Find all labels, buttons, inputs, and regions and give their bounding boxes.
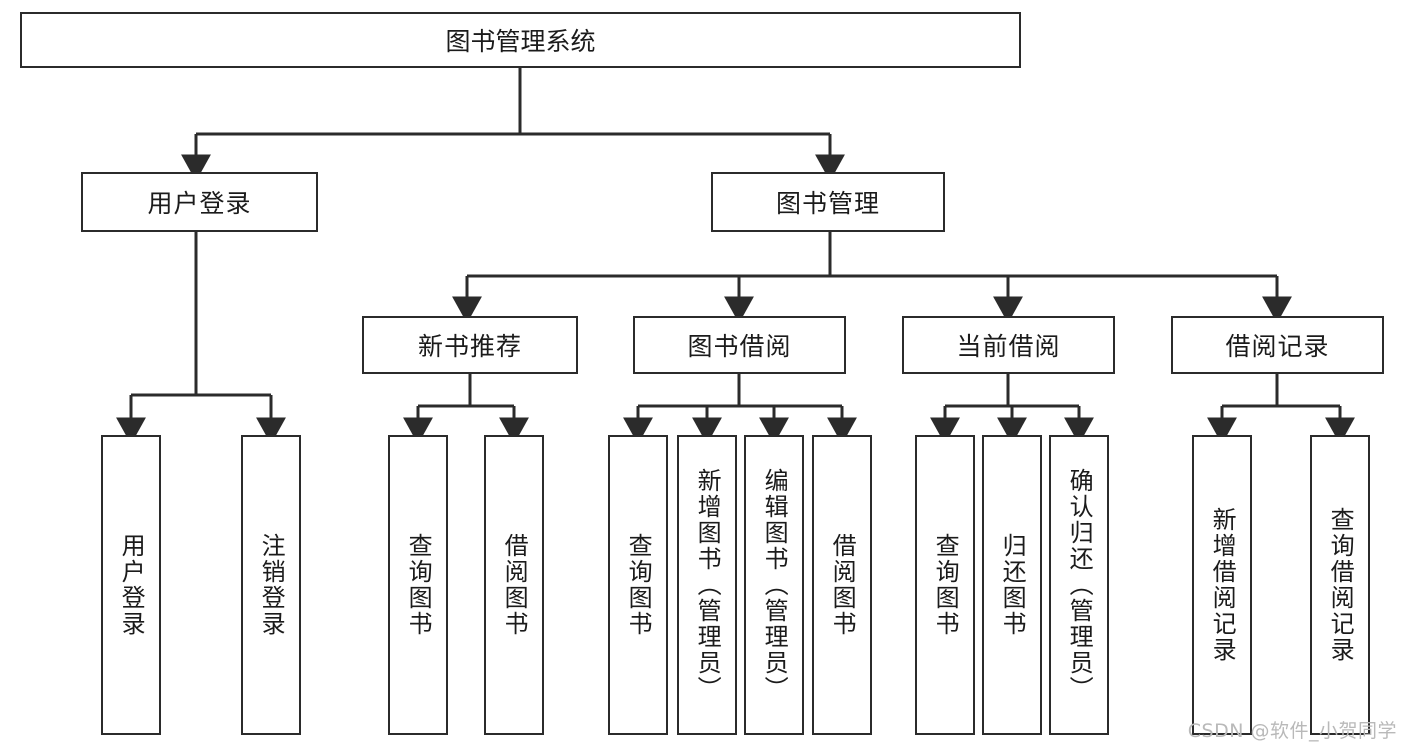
leaf-return-book[interactable]: 归还图书 — [982, 435, 1042, 735]
leaf-user-login[interactable]: 用户登录 — [101, 435, 161, 735]
leaf-query-borrow-record[interactable]: 查询借阅记录 — [1310, 435, 1370, 735]
node-book-borrow[interactable]: 图书借阅 — [633, 316, 846, 374]
watermark-text: CSDN @软件_小贺同学 — [1187, 720, 1397, 742]
node-label: 归还图书 — [998, 533, 1027, 637]
node-label: 用户登录 — [117, 533, 146, 637]
leaf-borrow-book[interactable]: 借阅图书 — [812, 435, 872, 735]
leaf-query-books-borrow[interactable]: 查询图书 — [608, 435, 668, 735]
node-label: 编辑图书（管理员） — [760, 468, 789, 702]
leaf-add-book-admin[interactable]: 新增图书（管理员） — [677, 435, 737, 735]
node-label: 用户登录 — [147, 189, 252, 218]
node-label: 新增借阅记录 — [1208, 507, 1237, 663]
node-label: 借阅图书 — [500, 533, 529, 637]
node-label: 新书推荐 — [417, 332, 522, 361]
leaf-borrow-books-new[interactable]: 借阅图书 — [484, 435, 544, 735]
leaf-edit-book-admin[interactable]: 编辑图书（管理员） — [744, 435, 804, 735]
leaf-add-borrow-record[interactable]: 新增借阅记录 — [1192, 435, 1252, 735]
node-user-login[interactable]: 用户登录 — [81, 172, 318, 232]
node-current-borrow[interactable]: 当前借阅 — [902, 316, 1115, 374]
node-label: 图书借阅 — [687, 332, 792, 361]
node-label: 注销登录 — [257, 533, 286, 637]
node-label: 查询图书 — [404, 533, 433, 637]
node-label: 查询图书 — [931, 533, 960, 637]
node-book-management[interactable]: 图书管理 — [711, 172, 945, 232]
node-root[interactable]: 图书管理系统 — [20, 12, 1021, 68]
node-label: 确认归还（管理员） — [1065, 468, 1094, 702]
leaf-query-books-current[interactable]: 查询图书 — [915, 435, 975, 735]
node-label: 图书管理 — [775, 189, 880, 218]
leaf-confirm-return-admin[interactable]: 确认归还（管理员） — [1049, 435, 1109, 735]
node-label: 新增图书（管理员） — [693, 468, 722, 702]
node-new-book-recommend[interactable]: 新书推荐 — [362, 316, 578, 374]
node-label: 借阅记录 — [1225, 332, 1330, 361]
node-label: 图书管理系统 — [445, 27, 596, 56]
node-label: 查询图书 — [624, 533, 653, 637]
node-label: 查询借阅记录 — [1326, 507, 1355, 663]
node-label: 当前借阅 — [956, 332, 1061, 361]
leaf-logout[interactable]: 注销登录 — [241, 435, 301, 735]
node-borrow-records[interactable]: 借阅记录 — [1171, 316, 1384, 374]
leaf-query-books-new[interactable]: 查询图书 — [388, 435, 448, 735]
node-label: 借阅图书 — [828, 533, 857, 637]
